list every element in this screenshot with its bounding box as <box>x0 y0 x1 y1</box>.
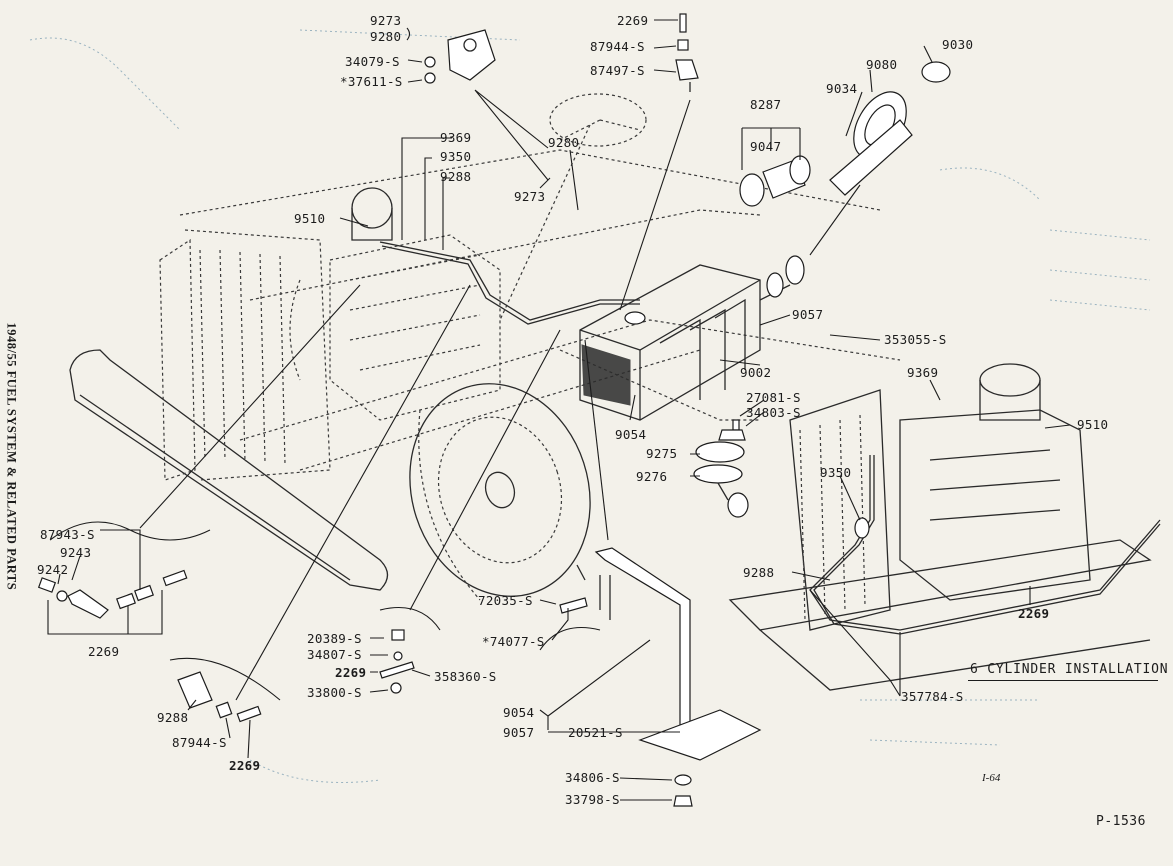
fuel-line-main <box>379 241 640 325</box>
label-9242: 9242 <box>37 562 69 577</box>
label-87944-s-top: 87944-S <box>590 39 645 54</box>
label-8287: 8287 <box>750 97 782 112</box>
label-9288-bottom: 9288 <box>157 710 189 725</box>
radiator <box>159 229 331 481</box>
label-2269-right: 2269 <box>1018 606 1050 621</box>
label-9280-top: 9280 <box>370 29 402 44</box>
label-27081-s: 27081-S <box>746 390 801 405</box>
label-9288-left: 9288 <box>440 169 472 184</box>
steering-wheel <box>499 93 647 321</box>
label-34079-s: 34079-S <box>345 54 400 69</box>
installation-title-underline <box>968 680 1158 681</box>
label-2269-left: 2269 <box>88 644 120 659</box>
label-87497-s: 87497-S <box>590 63 645 78</box>
front-bumper <box>69 349 389 591</box>
label-9369-left: 9369 <box>440 130 472 145</box>
fuel-pump-exploded <box>424 13 699 92</box>
label-20389-s: 20389-S <box>307 631 362 646</box>
label-9369-right: 9369 <box>907 365 939 380</box>
six-cylinder-engine <box>728 363 1161 691</box>
v8-engine <box>289 187 501 421</box>
label-9047: 9047 <box>750 139 782 154</box>
label-9276: 9276 <box>636 469 668 484</box>
label-87943-s: 87943-S <box>40 527 95 542</box>
label-357784-s: 357784-S <box>901 689 964 704</box>
fuel-gauge-sender <box>693 419 749 518</box>
plate-number: P-1536 <box>1096 814 1146 829</box>
label-9030: 9030 <box>942 37 974 52</box>
label-72035-s: 72035-S <box>478 593 533 608</box>
label-33798-s: 33798-S <box>565 792 620 807</box>
label-9273-top: 9273 <box>370 13 402 28</box>
side-title: 1948/55 FUEL SYSTEM & RELATED PARTS <box>4 322 19 591</box>
leader-lines <box>47 19 1071 801</box>
label-33800-s: 33800-S <box>307 685 362 700</box>
label-9510-left: 9510 <box>294 211 326 226</box>
tank-strap-inset <box>539 547 762 807</box>
label-34803-s: 34803-S <box>746 405 801 420</box>
label-2269-clip: 2269 <box>335 665 367 680</box>
label-353055-s: 353055-S <box>884 332 947 347</box>
figure-number: I-64 <box>982 772 1001 784</box>
label-9510-right: 9510 <box>1077 417 1109 432</box>
label-358360-s: 358360-S <box>434 669 497 684</box>
label-87944-s-bottom: 87944-S <box>172 735 227 750</box>
label-34807-s: 34807-S <box>307 647 362 662</box>
filler-neck-assembly <box>739 61 951 207</box>
label-20521-s: 20521-S <box>568 725 623 740</box>
label-9280-mid: 9280 <box>548 135 580 150</box>
label-9273-mid: 9273 <box>514 189 546 204</box>
label-9054-mid: 9054 <box>615 427 647 442</box>
label-9080: 9080 <box>866 57 898 72</box>
label-9002: 9002 <box>740 365 772 380</box>
label-2269-bottom: 2269 <box>229 758 261 773</box>
label-9034: 9034 <box>826 81 858 96</box>
label-9243: 9243 <box>60 545 92 560</box>
label-74077-s: *74077-S <box>482 634 545 649</box>
label-9350-right: 9350 <box>820 465 852 480</box>
fuel-tank <box>579 255 805 421</box>
label-9057-right: 9057 <box>792 307 824 322</box>
label-2269-top: 2269 <box>617 13 649 28</box>
label-9288-right: 9288 <box>743 565 775 580</box>
label-34806-s: 34806-S <box>565 770 620 785</box>
six-cylinder-installation-title: 6 CYLINDER INSTALLATION <box>970 662 1169 677</box>
label-9350-left: 9350 <box>440 149 472 164</box>
label-9275: 9275 <box>646 446 678 461</box>
bottom-fittings-inset <box>169 606 441 723</box>
label-9054-bottom: 9054 <box>503 705 535 720</box>
label-37611-s: *37611-S <box>340 74 403 89</box>
label-9057-bottom: 9057 <box>503 725 535 740</box>
front-tire <box>409 383 591 601</box>
